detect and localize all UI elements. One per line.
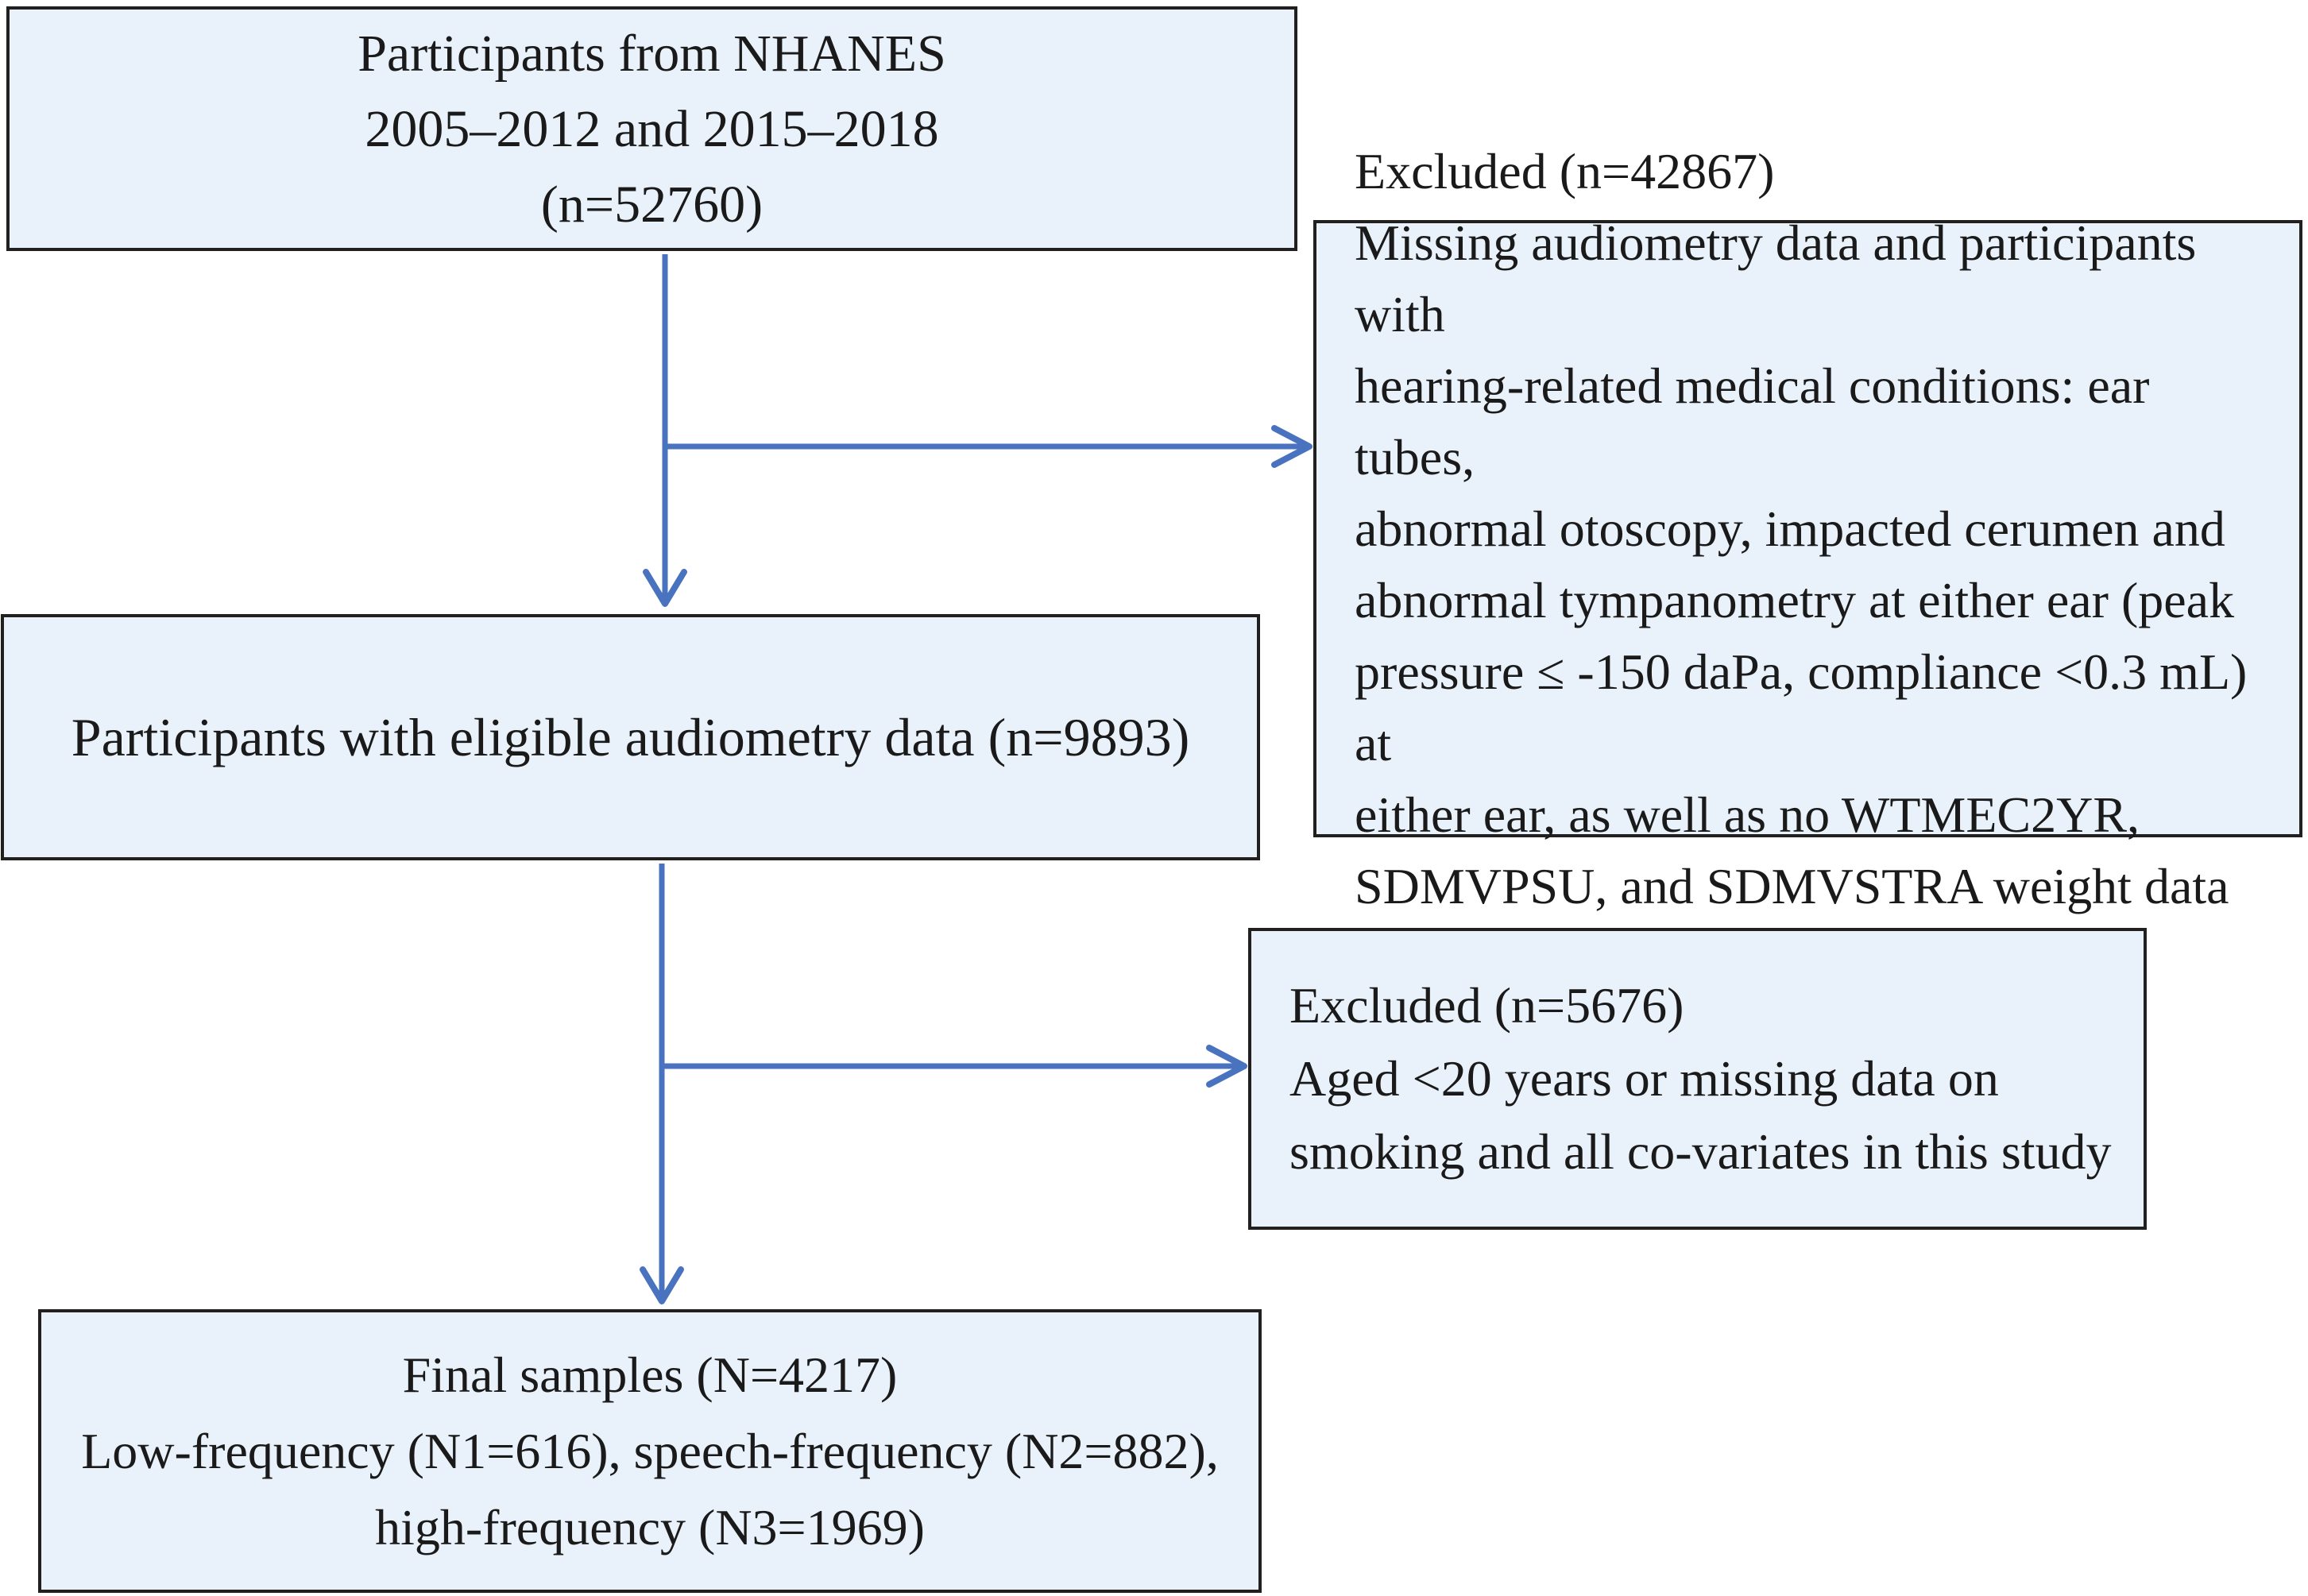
excluded2-line-1: Excluded (n=5676) (1289, 977, 1684, 1034)
excluded1-line-8: SDMVPSU, and SDMVSTRA weight data (1355, 857, 2229, 914)
box-excluded-second-stage: Excluded (n=5676) Aged <20 years or miss… (1248, 928, 2147, 1230)
excluded1-line-2: Missing audiometry data and participants… (1355, 214, 2197, 342)
excluded1-line-5: abnormal tympanometry at either ear (pea… (1355, 571, 2235, 628)
excluded1-line-7: either ear, as well as no WTMEC2YR, (1355, 786, 2140, 843)
arrow-to-excluded-2 (662, 1045, 1247, 1088)
excluded2-line-2: Aged <20 years or missing data on (1289, 1050, 1999, 1107)
box-eligible-audiometry: Participants with eligible audiometry da… (1, 614, 1260, 860)
box-excluded-first-stage: Excluded (n=42867) Missing audiometry da… (1313, 143, 2302, 914)
excluded2-line-3: smoking and all co-variates in this stud… (1289, 1123, 2112, 1180)
final-line-3: high-frequency (N3=1969) (375, 1498, 925, 1555)
arrow-to-excluded-1 (665, 425, 1313, 468)
final-line-1: Final samples (N=4217) (402, 1346, 898, 1403)
eligible-line-1: Participants with eligible audiometry da… (71, 707, 1190, 767)
excluded1-line-4: abnormal otoscopy, impacted cerumen and (1355, 500, 2225, 557)
arrow-eligible-to-final (640, 864, 684, 1304)
excluded1-line-1: Excluded (n=42867) (1355, 142, 1775, 199)
arrow-source-to-eligible (643, 254, 687, 607)
box-nhanes-source: Participants from NHANES 2005–2012 and 2… (6, 6, 1297, 251)
excluded1-line-6: pressure ≤ -150 daPa, compliance <0.3 mL… (1355, 643, 2248, 771)
source-line-1: Participants from NHANES (358, 24, 946, 83)
box-final-samples: Final samples (N=4217) Low-frequency (N1… (38, 1309, 1262, 1593)
source-line-3: (n=52760) (540, 175, 764, 234)
final-line-2: Low-frequency (N1=616), speech-frequency… (81, 1422, 1219, 1479)
excluded1-line-3: hearing-related medical conditions: ear … (1355, 357, 2150, 485)
source-line-2: 2005–2012 and 2015–2018 (365, 99, 939, 158)
